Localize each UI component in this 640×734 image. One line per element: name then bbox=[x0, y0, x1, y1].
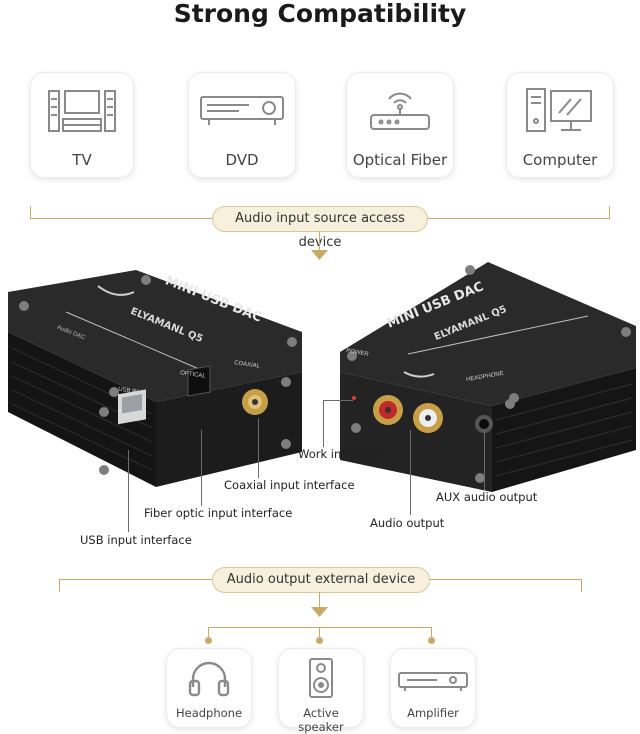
output-bracket-line-right bbox=[428, 579, 582, 580]
down-arrow-icon bbox=[311, 250, 328, 261]
input-arrow-stem bbox=[319, 231, 320, 253]
dac-device-front bbox=[6, 262, 302, 490]
source-card-tv: TV bbox=[30, 72, 134, 178]
down-arrow-icon bbox=[311, 607, 328, 618]
input-bracket-line-right bbox=[426, 218, 610, 219]
leader-work-indicator-h bbox=[323, 400, 353, 401]
output-drop-center bbox=[319, 627, 320, 637]
dac-device-back bbox=[338, 260, 636, 494]
annotation-fiber: Fiber optic input interface bbox=[144, 506, 293, 520]
leader-work-indicator-v bbox=[323, 400, 324, 447]
annotation-usb: USB input interface bbox=[80, 533, 192, 547]
tv-home-theater-icon bbox=[47, 87, 117, 137]
output-arrow-stem bbox=[319, 592, 320, 610]
annotation-aux: AUX audio output bbox=[436, 490, 538, 504]
source-card-dvd: DVD bbox=[188, 72, 296, 178]
output-label-headphone: Headphone bbox=[175, 706, 243, 720]
output-dot-left bbox=[205, 637, 212, 644]
source-label-dvd: DVD bbox=[225, 151, 259, 169]
input-bracket-right-tick bbox=[609, 206, 610, 219]
leader-audio-output-v bbox=[410, 430, 411, 515]
source-card-computer: Computer bbox=[506, 72, 614, 178]
input-banner: Audio input source access device bbox=[212, 206, 428, 250]
leader-usb-v bbox=[128, 450, 129, 532]
leader-fiber-v bbox=[201, 430, 202, 506]
source-card-optical: Optical Fiber bbox=[346, 72, 454, 178]
annotation-audio-output: Audio output bbox=[370, 516, 445, 530]
output-distribution-line bbox=[208, 627, 432, 628]
input-bracket-left-tick bbox=[30, 206, 31, 219]
output-dot-right bbox=[428, 637, 435, 644]
annotation-work-indicator: Work indicator bbox=[298, 447, 382, 461]
output-bracket-right-tick bbox=[581, 579, 582, 592]
leader-coaxial-v bbox=[258, 418, 259, 478]
speaker-icon bbox=[308, 657, 334, 699]
dvd-player-icon bbox=[199, 95, 285, 131]
output-banner: Audio output external device bbox=[212, 567, 430, 593]
desktop-computer-icon bbox=[525, 87, 595, 135]
output-drop-left bbox=[208, 627, 209, 637]
amplifier-icon bbox=[397, 669, 469, 693]
output-drop-right bbox=[431, 627, 432, 637]
output-card-speaker: Active speaker bbox=[278, 648, 364, 734]
output-label-amplifier: Amplifier bbox=[407, 706, 459, 720]
source-label-tv: TV bbox=[72, 151, 92, 169]
output-card-headphone: Headphone bbox=[166, 648, 252, 728]
output-bracket-left-tick bbox=[59, 579, 60, 592]
annotation-coaxial: Coaxial input interface bbox=[224, 478, 355, 492]
page-title: Strong Compatibility bbox=[173, 0, 467, 28]
output-dot-center bbox=[316, 637, 323, 644]
leader-aux-v bbox=[484, 430, 485, 490]
source-label-computer: Computer bbox=[522, 151, 598, 169]
output-card-amplifier: Amplifier bbox=[390, 648, 476, 728]
input-bracket-line bbox=[30, 218, 212, 219]
source-label-optical: Optical Fiber bbox=[352, 151, 448, 169]
output-bracket-line bbox=[59, 579, 212, 580]
headphone-icon bbox=[187, 659, 231, 699]
output-label-speaker: Active speaker bbox=[298, 706, 344, 734]
router-icon bbox=[367, 85, 433, 135]
